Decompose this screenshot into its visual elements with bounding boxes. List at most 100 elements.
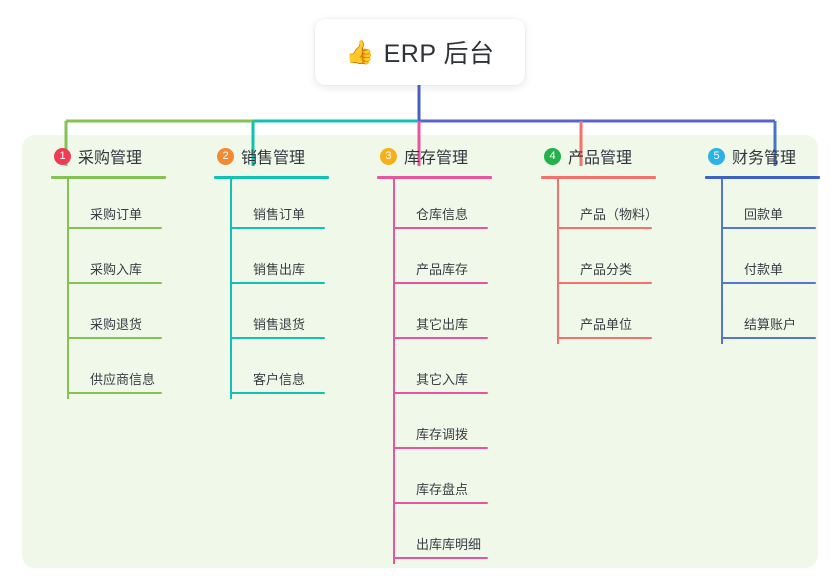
branch-item-label: 库存盘点 [416,482,469,497]
branch-spine [721,179,723,344]
branch-item-label: 销售订单 [253,207,306,222]
branch-item-label: 库存调拨 [416,427,469,442]
branch-item-label: 出库库明细 [416,537,482,552]
branch-items: 仓库信息产品库存其它出库其它入库库存调拨库存盘点出库库明细 [393,179,516,564]
branch-item[interactable]: 产品单位 [557,289,680,344]
branch-item-label: 销售出库 [253,262,306,277]
branch-item-rule [67,227,162,229]
branch-item-rule [393,392,488,394]
branch-item-rule [721,227,816,229]
branch-item[interactable]: 销售出库 [230,234,353,289]
branch-title: 采购管理 [78,150,143,167]
branch-column-3: 3 库存管理 仓库信息产品库存其它出库其它入库库存调拨库存盘点出库库明细 [366,144,516,564]
branch-item-rule [67,337,162,339]
branch-item-rule [393,557,488,559]
branch-item[interactable]: 销售退货 [230,289,353,344]
branch-item[interactable]: 结算账户 [721,289,839,344]
thumbs-up-icon: 👍 [345,38,375,65]
branch-header-rule [541,176,656,179]
branch-item-rule [230,337,325,339]
branch-items: 销售订单销售出库销售退货客户信息 [230,179,353,399]
root-node-title: 👍 ERP 后台 [345,34,494,70]
branch-item-rule [721,282,816,284]
branch-header-rule [705,176,820,179]
branch-item[interactable]: 产品库存 [393,234,516,289]
branch-item-label: 销售退货 [253,317,306,332]
branch-item[interactable]: 采购订单 [67,179,190,234]
branch-item[interactable]: 仓库信息 [393,179,516,234]
branch-item-rule [67,282,162,284]
branch-spine [230,179,232,399]
branch-item[interactable]: 其它入库 [393,344,516,399]
branch-item[interactable]: 销售订单 [230,179,353,234]
branch-item-label: 回款单 [744,207,784,222]
branch-item-label: 仓库信息 [416,207,469,222]
branch-item-label: 产品库存 [416,262,469,277]
branch-item-label: 产品单位 [580,317,633,332]
branch-item[interactable]: 库存盘点 [393,454,516,509]
branch-item[interactable]: 出库库明细 [393,509,516,564]
branch-header[interactable]: 3 库存管理 [366,144,516,168]
branch-column-1: 1 采购管理 采购订单采购入库采购退货供应商信息 [40,144,190,399]
branch-items: 回款单付款单结算账户 [721,179,839,344]
branch-column-5: 5 财务管理 回款单付款单结算账户 [694,144,839,344]
branch-item-rule [67,392,162,394]
branch-title: 产品管理 [568,150,633,167]
branch-item[interactable]: 其它出库 [393,289,516,344]
branch-item[interactable]: 付款单 [721,234,839,289]
branch-index-badge: 2 [217,147,234,165]
branch-item-label: 客户信息 [253,372,306,387]
branch-spine [67,179,69,399]
branch-item[interactable]: 采购退货 [67,289,190,344]
branch-item-label: 产品分类 [580,262,633,277]
branch-header-rule [51,176,166,179]
branch-item-rule [721,337,816,339]
branch-index-badge: 4 [544,147,561,165]
branch-item-rule [557,227,652,229]
branch-item-label: 采购订单 [90,207,143,222]
branches-panel [22,135,818,568]
branch-header[interactable]: 4 产品管理 [530,144,680,168]
branch-item-rule [230,392,325,394]
branch-item[interactable]: 采购入库 [67,234,190,289]
branch-item-rule [393,337,488,339]
branch-item-label: 采购入库 [90,262,143,277]
branch-item[interactable]: 产品分类 [557,234,680,289]
branch-spine [393,179,395,564]
branch-items: 产品（物料） 产品分类产品单位 [557,179,680,344]
branch-item[interactable]: 产品（物料） [557,179,680,234]
branch-item-rule [230,227,325,229]
branch-item-rule [393,502,488,504]
branch-column-4: 4 产品管理 产品（物料） 产品分类产品单位 [530,144,680,344]
branch-item[interactable]: 库存调拨 [393,399,516,454]
branch-item[interactable]: 客户信息 [230,344,353,399]
branch-title: 库存管理 [404,150,469,167]
branch-column-2: 2 销售管理 销售订单销售出库销售退货客户信息 [203,144,353,399]
branch-title: 财务管理 [732,150,797,167]
branch-item-label: 其它出库 [416,317,469,332]
branch-item[interactable]: 回款单 [721,179,839,234]
branch-item[interactable]: 供应商信息 [67,344,190,399]
branch-index-badge: 1 [54,147,71,165]
branch-header-rule [214,176,329,179]
branch-header[interactable]: 5 财务管理 [694,144,839,168]
branch-item-rule [230,282,325,284]
branch-items: 采购订单采购入库采购退货供应商信息 [67,179,190,399]
root-node-label: ERP 后台 [383,40,495,68]
branch-item-label: 结算账户 [744,317,797,332]
branch-item-rule [393,227,488,229]
branch-item-label: 产品（物料） [580,207,659,222]
branch-item-label: 付款单 [744,262,784,277]
branch-header[interactable]: 1 采购管理 [40,144,190,168]
branch-item-rule [393,282,488,284]
branch-item-rule [557,282,652,284]
branch-header[interactable]: 2 销售管理 [203,144,353,168]
branch-header-rule [377,176,492,179]
branch-index-badge: 3 [380,147,397,165]
branch-item-rule [557,337,652,339]
branch-title: 销售管理 [241,150,306,167]
branch-spine [557,179,559,344]
branch-item-rule [393,447,488,449]
root-node-erp-backend[interactable]: 👍 ERP 后台 [315,19,525,85]
